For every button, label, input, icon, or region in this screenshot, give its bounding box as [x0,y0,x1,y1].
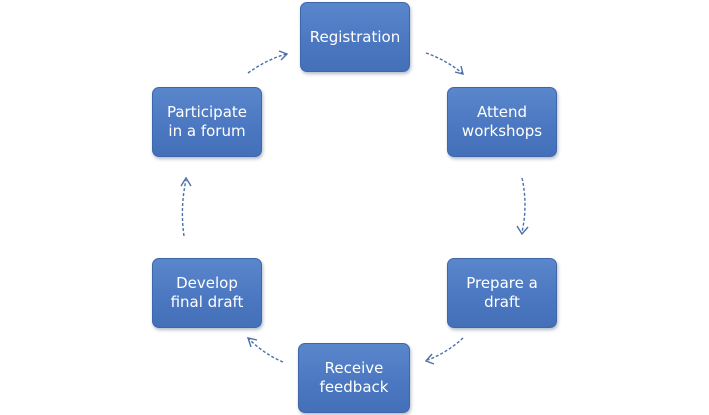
node-receive-feedback: Receive feedback [298,343,410,413]
arrow-develop-to-participate [180,176,192,237]
node-registration: Registration [300,2,410,72]
node-participate-in-a-forum: Participate in a forum [152,87,262,157]
node-prepare-a-draft: Prepare a draft [447,258,557,328]
arrow-registration-to-attend [425,52,464,75]
node-attend-workshops: Attend workshops [447,87,557,157]
arrow-receive-to-develop [246,337,284,363]
arrow-participate-to-registration [247,50,289,74]
arrow-attend-to-prepare [516,177,529,236]
arrow-prepare-to-receive [424,337,464,365]
node-develop-final-draft: Develop final draft [152,258,262,328]
